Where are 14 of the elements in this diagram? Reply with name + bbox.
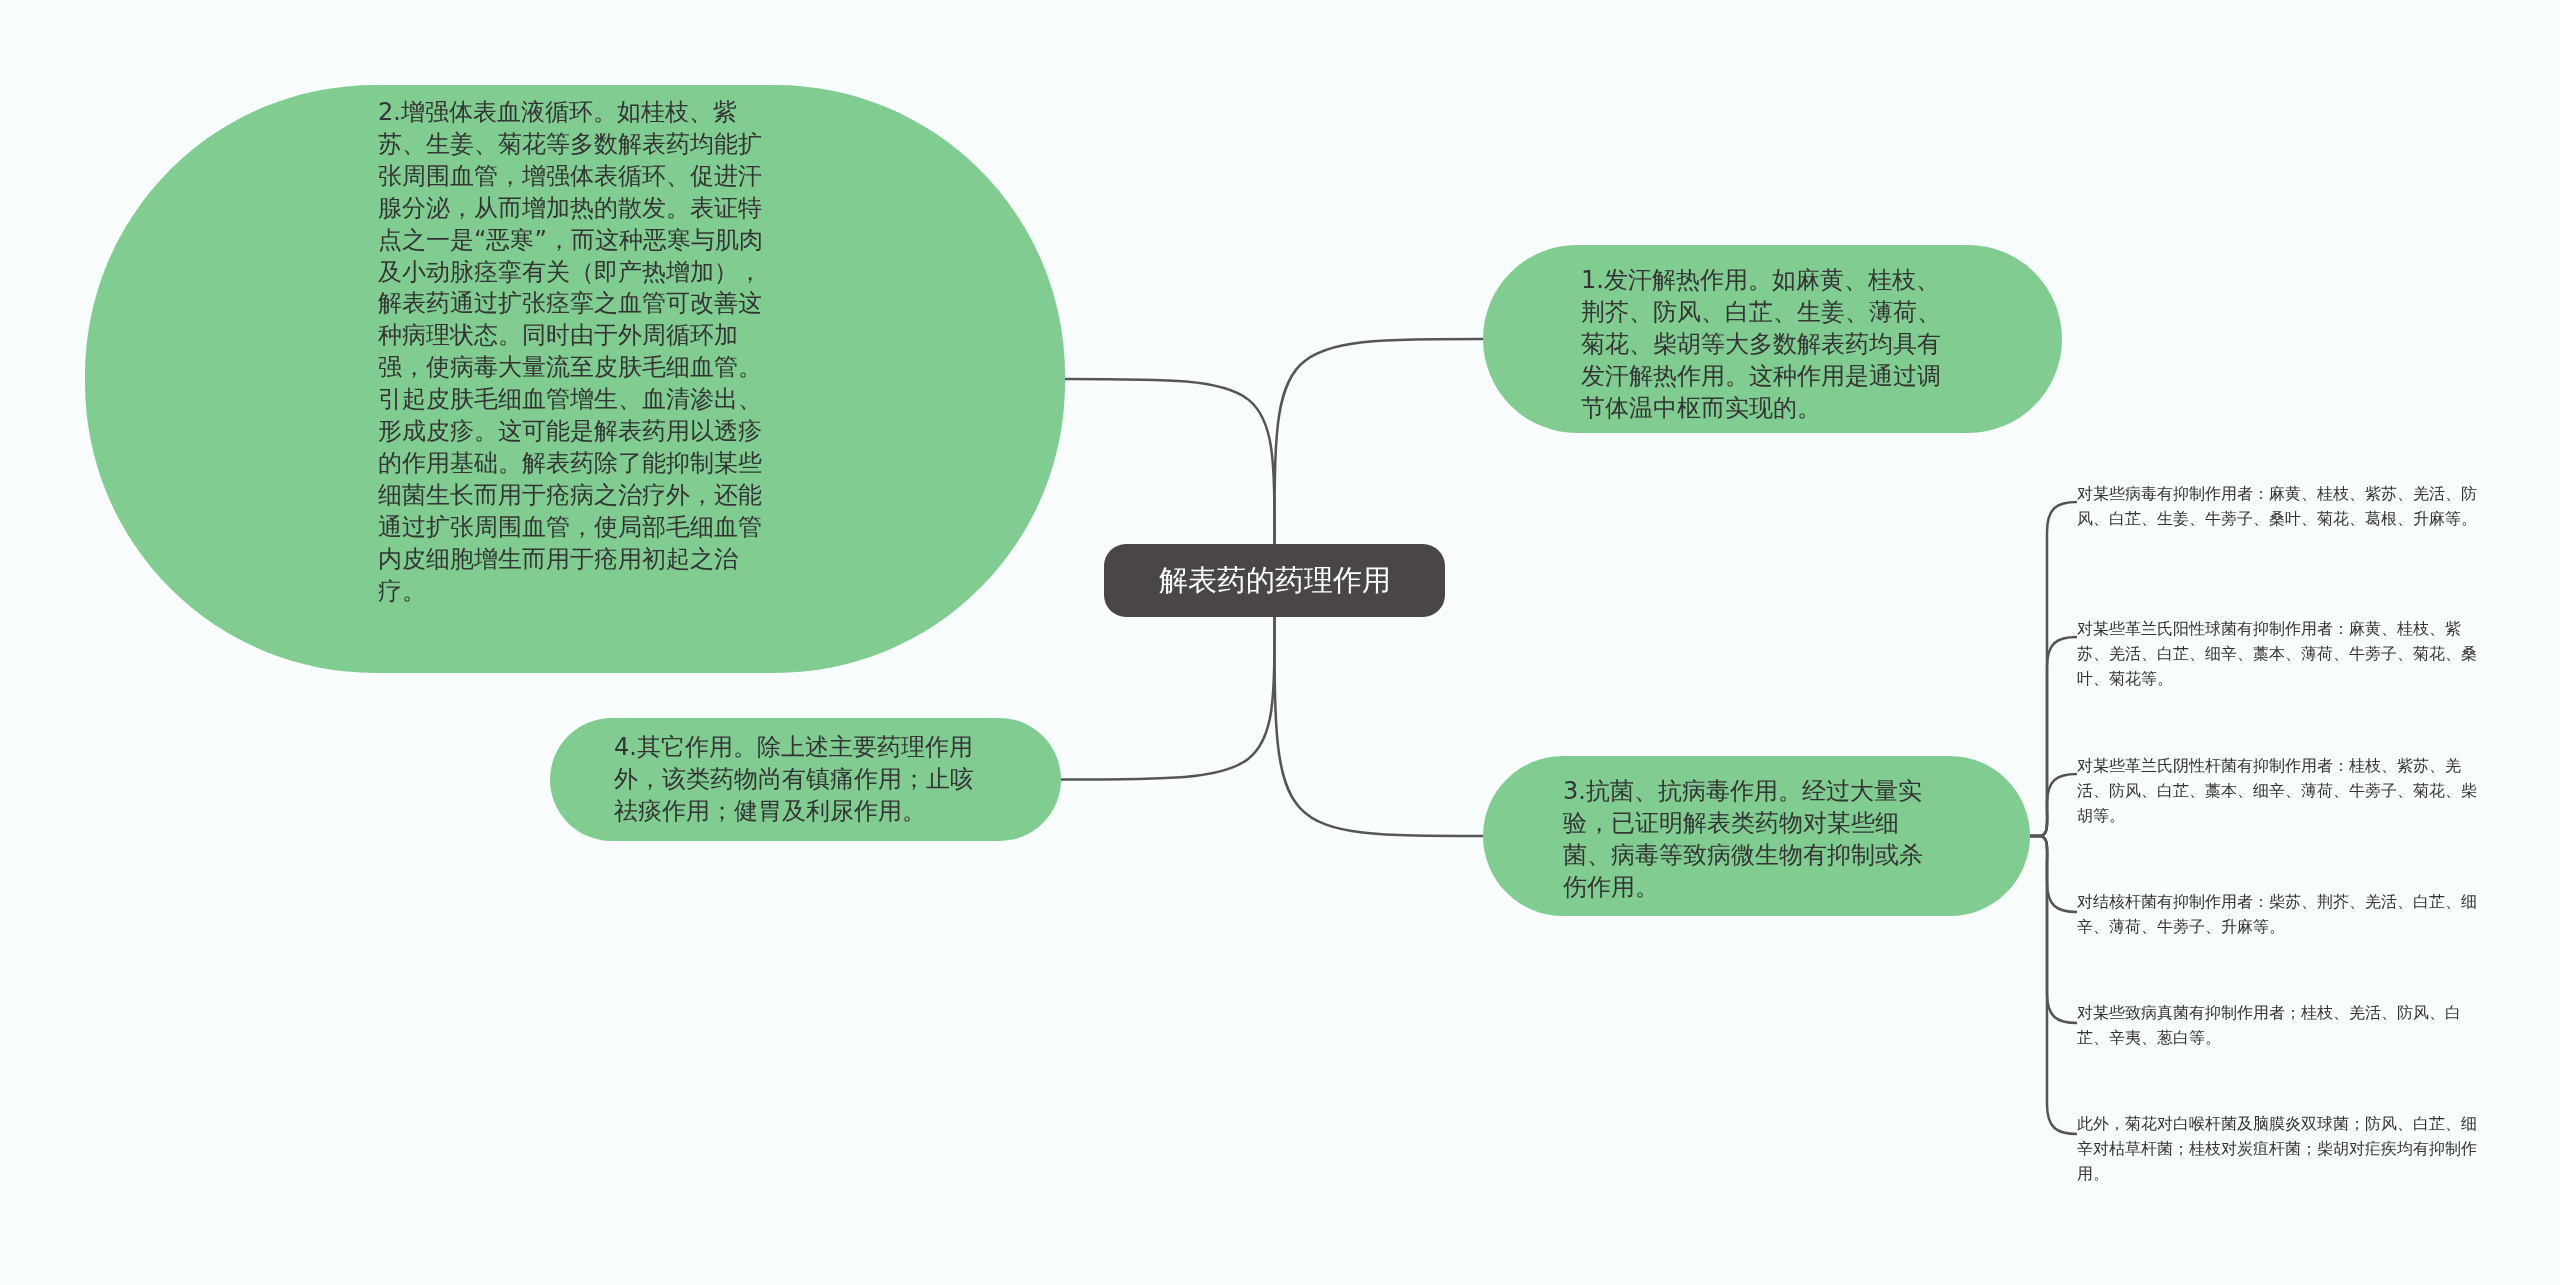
subtopic-text: 对某些革兰氏阴性杆菌有抑制作用者：桂枝、紫苏、羌活、防风、白芷、藁本、细辛、薄荷、牛蒡子、菊花、柴胡等。 <box>2077 754 2477 829</box>
topic-text: 4.其它作用。除上述主要药理作用外，该类药物尚有镇痛作用；止咳祛痰作用；健胃及利尿作用。 <box>614 732 975 827</box>
subtopic-text: 对某些致病真菌有抑制作用者；桂枝、羌活、防风、白芷、辛夷、葱白等。 <box>2077 1001 2477 1051</box>
subtopic-text: 对某些病毒有抑制作用者：麻黄、桂枝、紫苏、羌活、防风、白芷、生姜、牛蒡子、桑叶、菊花、葛根、升麻等。 <box>2077 482 2477 532</box>
subtopic-text: 此外，菊花对白喉杆菌及脑膜炎双球菌；防风、白芷、细辛对枯草杆菌；桂枝对炭疽杆菌；柴胡对疟疾均有抑制作用。 <box>2077 1112 2477 1187</box>
subtopic-text: 对结核杆菌有抑制作用者：柴苏、荆芥、羌活、白芷、细辛、薄荷、牛蒡子、升麻等。 <box>2077 890 2477 940</box>
subtopic-text: 对某些革兰氏阳性球菌有抑制作用者：麻黄、桂枝、紫苏、羌活、白芷、细辛、藁本、薄荷、牛蒡子、菊花、桑叶、菊花等。 <box>2077 617 2477 692</box>
connector-line <box>1065 377 1276 544</box>
topic-text: 3.抗菌、抗病毒作用。经过大量实验，已证明解表类药物对某些细菌、病毒等致病微生物有抑制或杀伤作用。 <box>1563 776 1924 903</box>
connector-line <box>2030 834 2078 1136</box>
central-topic-box: 解表药的药理作用 <box>1104 544 1445 617</box>
connector-line <box>1061 617 1276 781</box>
topic-text: 1.发汗解热作用。如麻黄、桂枝、荆芥、防风、白芷、生姜、薄荷、菊花、柴胡等大多数解表药均具有发汗解热作用。这种作用是通过调节体温中枢而实现的。 <box>1581 265 1942 424</box>
topic-text: 2.增强体表血液循环。如桂枝、紫苏、生姜、菊花等多数解表药均能扩张周围血管，增强体表循环、促进汗腺分泌，从而增加热的散发。表证特点之一是“恶寒”，而这种恶寒与肌肉及小动脉痉挛有关（即产热增加），解表药通过扩张痉挛之血管可改善这种病理状态。同时由于外周循环加强，使病毒大量流至皮肤毛细血管。引起皮肤毛细血管增生、血清渗出、形成皮疹。这可能是解表药用以透疹的作用基础。解表药除了能抑制某些细菌生长而用于疮病之治疗外，还能通过扩张周围血管，使局部毛细血管内皮细胞增生而用于疮用初起之治疗。 <box>378 97 764 607</box>
